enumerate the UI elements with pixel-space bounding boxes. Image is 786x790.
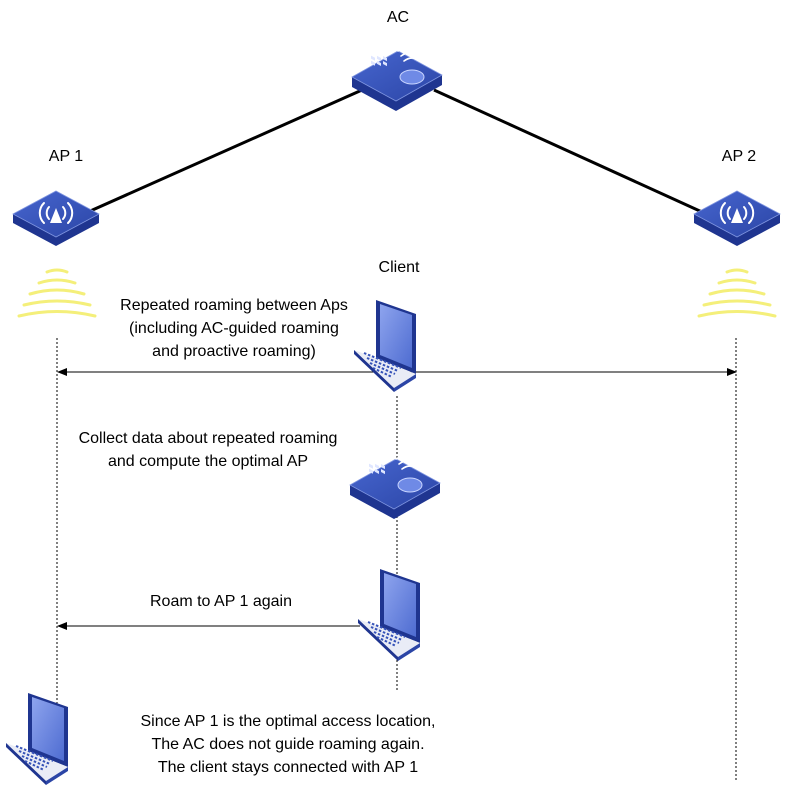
link-ac-ap1 bbox=[87, 88, 363, 214]
ap1-label: AP 1 bbox=[49, 148, 84, 165]
ap1-icon bbox=[12, 190, 100, 247]
svg-text:and proactive roaming): and proactive roaming) bbox=[152, 343, 316, 360]
ap1-signal-icon bbox=[17, 268, 97, 318]
client-laptop-roam-icon bbox=[357, 568, 421, 662]
ac-controller-icon bbox=[351, 45, 443, 112]
ap2-icon bbox=[693, 190, 781, 247]
ac-compute-icon bbox=[349, 453, 441, 520]
svg-text:The client stays connected wit: The client stays connected with AP 1 bbox=[158, 759, 418, 776]
collect-data-note: Collect data about repeated roaming and … bbox=[79, 430, 338, 470]
link-ac-ap2 bbox=[433, 88, 703, 214]
ac-label: AC bbox=[387, 9, 409, 26]
svg-text:(including AC-guided roaming: (including AC-guided roaming bbox=[129, 320, 339, 337]
client-laptop-icon bbox=[353, 299, 417, 393]
svg-text:Since AP 1 is the optimal acce: Since AP 1 is the optimal access locatio… bbox=[141, 713, 436, 730]
client-label: Client bbox=[379, 259, 420, 276]
roam-again-note: Roam to AP 1 again bbox=[150, 593, 292, 610]
svg-text:The AC does not guide roaming: The AC does not guide roaming again. bbox=[151, 736, 424, 753]
client-laptop-final-icon bbox=[5, 692, 69, 786]
roaming-note: Repeated roaming between Aps (including … bbox=[120, 297, 348, 360]
final-note: Since AP 1 is the optimal access locatio… bbox=[141, 713, 436, 776]
svg-text:Repeated roaming between Aps: Repeated roaming between Aps bbox=[120, 297, 348, 314]
ap2-label: AP 2 bbox=[722, 148, 757, 165]
ap2-signal-icon bbox=[697, 268, 777, 318]
svg-text:Collect data about repeated ro: Collect data about repeated roaming bbox=[79, 430, 338, 447]
svg-text:and compute the optimal AP: and compute the optimal AP bbox=[108, 453, 308, 470]
